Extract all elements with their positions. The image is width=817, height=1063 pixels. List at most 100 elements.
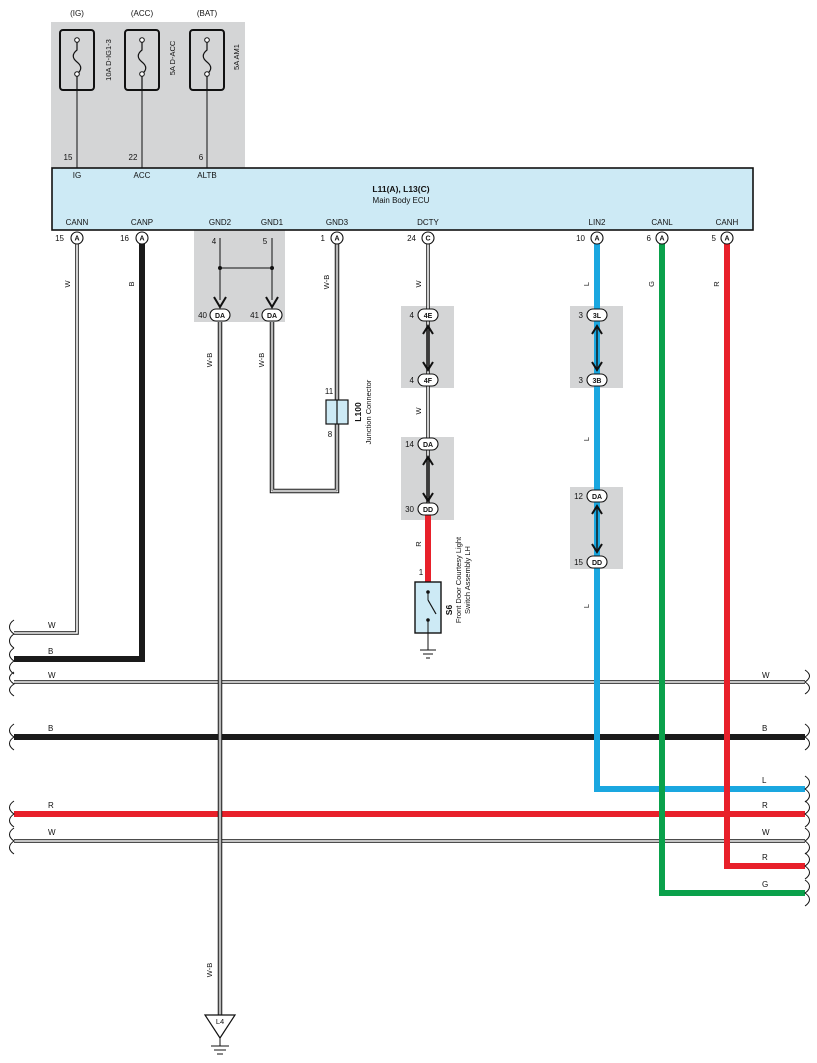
ecu-pin-name-canp: CANP <box>131 218 153 227</box>
bus-left-label-0: W <box>48 621 56 630</box>
ecu-pin-name-canh: CANH <box>716 218 739 227</box>
canp-pin-num: 16 <box>120 234 129 243</box>
conn-15-num: 15 <box>574 558 583 567</box>
wire-ground-drop-label: W-B <box>205 963 214 977</box>
cann-pin-num: 15 <box>55 234 64 243</box>
switch-pin: 1 <box>419 568 424 577</box>
wire-cann-label: W <box>63 280 72 288</box>
fuse-bat-source: (BAT) <box>197 9 218 18</box>
ecu-pin-name-gnd2: GND2 <box>209 218 232 227</box>
ecu-pin-name-dcty: DCTY <box>417 218 439 227</box>
bus-right-label-2: L <box>762 776 767 785</box>
switch-name-line1: Front Door Courtesy Light <box>454 536 463 623</box>
dcty-pin-num: 24 <box>407 234 416 243</box>
canh-pin-conn: A <box>724 236 729 243</box>
wire-cann: W <box>14 238 79 635</box>
ecu-pin-name-lin2: LIN2 <box>589 218 606 227</box>
switch-id: S6 <box>444 605 454 616</box>
bus-labels-left: W B W B R W <box>48 621 56 837</box>
conn-3b-num: 3 <box>579 376 584 385</box>
wire-gnd2-gnd1: 4 5 <box>212 237 279 309</box>
ecu-id: L11(A), L13(C) <box>372 184 429 194</box>
conn-41-num: 41 <box>250 311 259 320</box>
fuse-bat-pin: 6 <box>199 153 204 162</box>
gnd-connector-shade <box>194 230 285 322</box>
fuse-ig-pin: 15 <box>64 153 73 162</box>
left-break-marks <box>9 619 15 855</box>
bus-left-label-2: W <box>48 671 56 680</box>
wire-gnd1-gnd3-loop: W-B W-B <box>257 238 340 494</box>
wire-lin2-top-label: L <box>582 282 591 286</box>
wire-canl-label: G <box>647 281 656 287</box>
conn-3l-id: 3L <box>593 313 602 320</box>
wire-gnd-left-label: W-B <box>205 353 214 367</box>
conn-15-id: DD <box>592 560 602 567</box>
fuse-acc-pin: 22 <box>129 153 138 162</box>
canl-pin-num: 6 <box>647 234 652 243</box>
canh-pin-num: 5 <box>712 234 717 243</box>
gnd3-pin-conn: A <box>334 236 339 243</box>
junction-pin-bottom: 8 <box>328 430 333 439</box>
conn-3b-id: 3B <box>593 378 602 385</box>
fuse-acc: (ACC) 5A D-ACC 22 <box>124 9 177 168</box>
bus-left-label-4: R <box>48 801 54 810</box>
bus-right-label-0: W <box>762 671 770 680</box>
bus-left-label-5: W <box>48 828 56 837</box>
conn-14-id: DA <box>423 442 433 449</box>
inline-connectors: 40 DA 41 DA 4 4E 4 4F 14 DA 30 DD 3 3L 3… <box>198 308 608 569</box>
wire-lin2-mid-label: L <box>582 437 591 441</box>
conn-30-num: 30 <box>405 505 414 514</box>
right-break-marks <box>804 669 810 907</box>
fuse-ig: (IG) 10A D-IG1-3 15 <box>59 9 113 168</box>
wire-canl: G <box>647 238 805 896</box>
conn-12-num: 12 <box>574 492 583 501</box>
conn-30-id: DD <box>423 507 433 514</box>
bus-lines <box>14 680 805 843</box>
fuse-ig-label: 10A D-IG1-3 <box>104 39 113 81</box>
junction-pin-top: 11 <box>325 387 334 396</box>
gnd2-pin-num: 4 <box>212 237 217 246</box>
bus-left-label-1: B <box>48 647 53 656</box>
fuse-ig-source: (IG) <box>70 9 84 18</box>
bus-labels-right: W B L R W R G <box>762 671 770 889</box>
canl-pin-conn: A <box>659 236 664 243</box>
fuse-acc-source: (ACC) <box>131 9 154 18</box>
junction-id: L100 <box>353 402 363 422</box>
bus-left-label-3: B <box>48 724 53 733</box>
wire-gnd-mid-label: W-B <box>257 353 266 367</box>
ecu-pin-ig: IG <box>73 171 81 180</box>
conn-3l-num: 3 <box>579 311 584 320</box>
bus-right-label-3: R <box>762 801 768 810</box>
wire-dcty-red-label: R <box>414 541 423 547</box>
wire-canp-label: B <box>127 281 136 286</box>
conn-41-id: DA <box>267 313 277 320</box>
lin2-pin-conn: A <box>594 236 599 243</box>
wire-ground-drop: W-B W-B <box>205 322 223 1015</box>
gnd3-pin-num: 1 <box>321 234 326 243</box>
cann-pin-conn: A <box>74 236 79 243</box>
wire-lin2-bot-label: L <box>582 604 591 608</box>
wire-dcty-top-label: W <box>414 280 423 288</box>
conn-4f-id: 4F <box>424 378 433 385</box>
conn-4e-num: 4 <box>410 311 415 320</box>
ground-point-label: L4 <box>216 1017 224 1026</box>
wire-canh: R <box>712 238 805 869</box>
ecu-pin-acc: ACC <box>134 171 151 180</box>
wire-lin2: L L L <box>582 238 805 792</box>
bus-right-label-1: B <box>762 724 767 733</box>
fuse-bat: (BAT) 5A AM1 6 <box>189 9 241 168</box>
junction-connector-l100: 11 8 L100 Junction Connector <box>325 379 373 444</box>
fuse-bat-label: 5A AM1 <box>232 44 241 70</box>
junction-name: Junction Connector <box>364 379 373 444</box>
canp-pin-conn: A <box>139 236 144 243</box>
wire-dcty: W W R <box>414 238 434 583</box>
ecu-name: Main Body ECU <box>373 196 430 205</box>
conn-14-num: 14 <box>405 440 414 449</box>
wire-canp: B <box>14 238 145 662</box>
wire-gnd3-label: W-B <box>322 275 331 289</box>
wire-dcty-mid-label: W <box>414 407 423 415</box>
conn-40-id: DA <box>215 313 225 320</box>
conn-40-num: 40 <box>198 311 207 320</box>
ecu-pin-name-gnd1: GND1 <box>261 218 284 227</box>
ecu-pin-name-gnd3: GND3 <box>326 218 349 227</box>
